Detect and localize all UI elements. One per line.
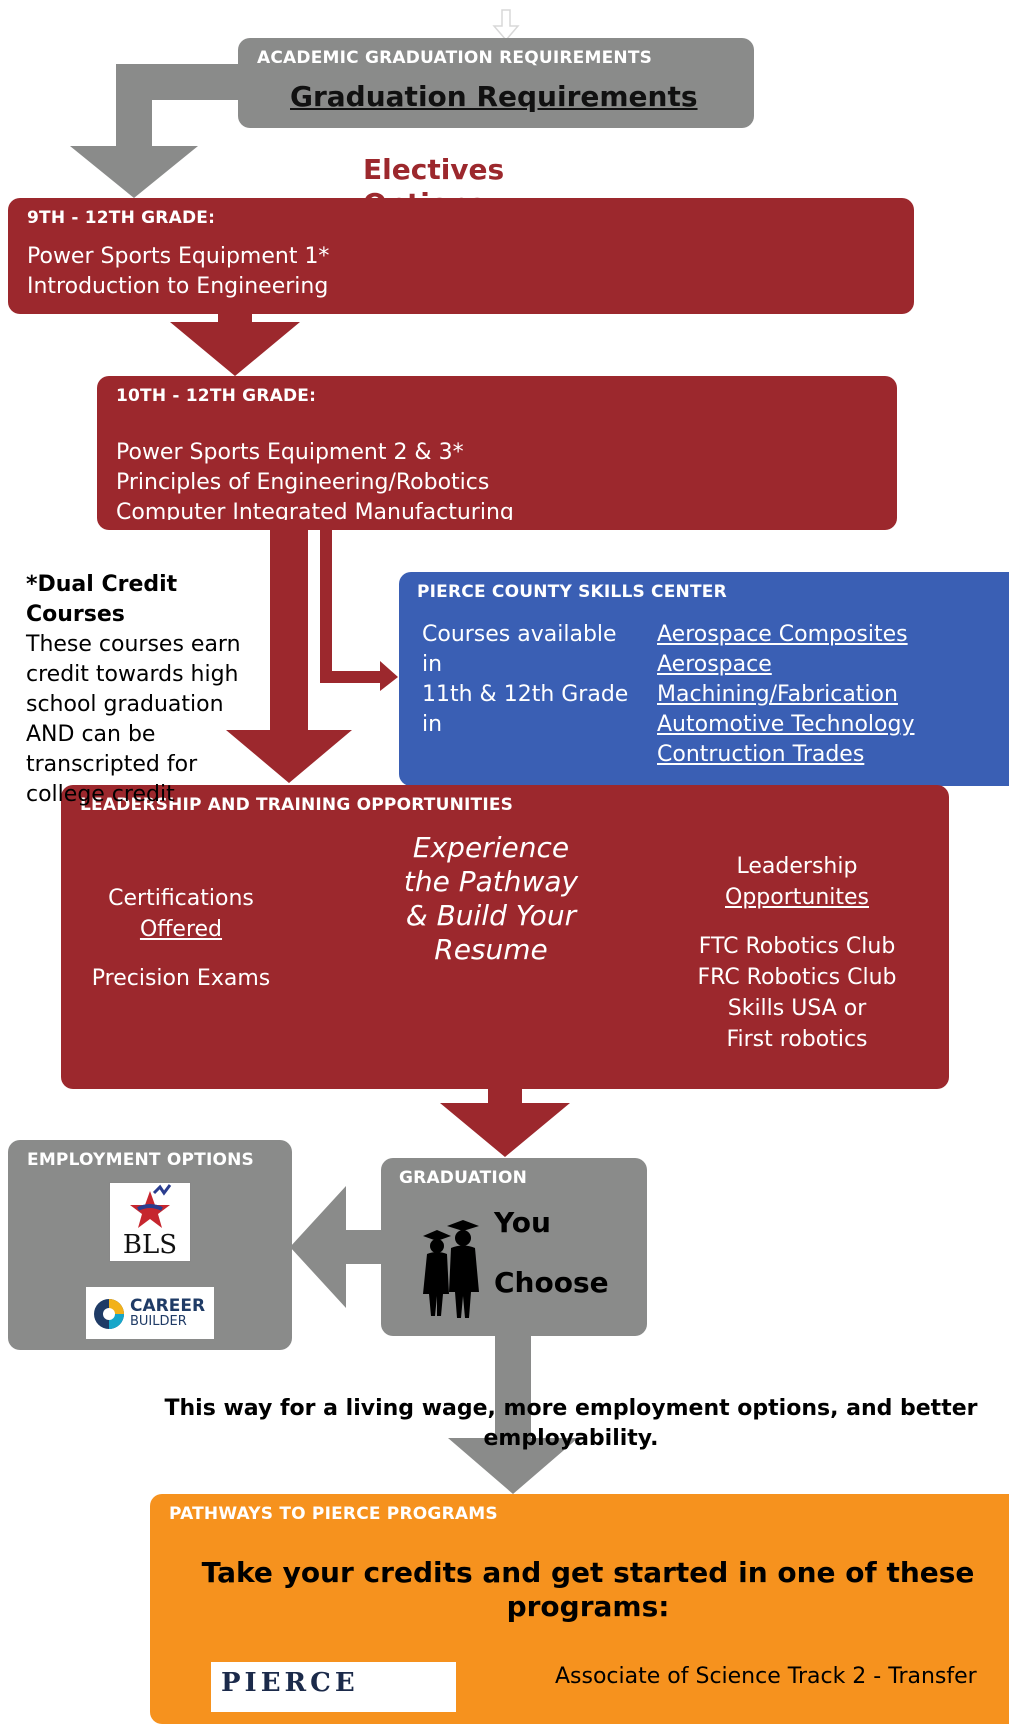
course-item: Power Sports Equipment 1* (27, 244, 330, 269)
graduates-icon (423, 1220, 479, 1318)
grade-10-12-box: 10TH - 12TH GRADE: Power Sports Equipmen… (97, 376, 897, 530)
red-arrow-to-skills-center (320, 525, 400, 691)
club-item: Skills USA or (727, 996, 867, 1021)
careerbuilder-logo[interactable]: CAREER BUILDER (86, 1287, 214, 1339)
graduation-header: GRADUATION (399, 1168, 528, 1188)
skills-center-box: PIERCE COUNTY SKILLS CENTER Courses avai… (399, 572, 1009, 786)
leadership-header: LEADERSHIP AND TRAINING OPPORTUNITIES (80, 795, 514, 815)
careerbuilder-text-2: BUILDER (130, 1314, 187, 1329)
academic-requirements-header: ACADEMIC GRADUATION REQUIREMENTS (257, 48, 653, 68)
certifications-column: Certifications Offered Precision Exams (81, 883, 281, 994)
pierce-logo[interactable]: PIERCE (211, 1662, 456, 1712)
grade-9-12-box: 9TH - 12TH GRADE: Power Sports Equipment… (8, 198, 914, 314)
pierce-program-link[interactable]: Associate of Science Track 2 - Transfer (555, 1664, 977, 1689)
graduation-box: GRADUATION You Choose (381, 1158, 647, 1336)
employment-options-header: EMPLOYMENT OPTIONS (27, 1150, 254, 1170)
careerbuilder-text-1: CAREER (130, 1296, 206, 1316)
club-item: FRC Robotics Club (697, 965, 897, 990)
course-item: Power Sports Equipment 2 & 3* (116, 440, 464, 465)
program-link-aerospace[interactable]: Aerospace (657, 652, 772, 677)
graduation-you-label: You (494, 1206, 551, 1239)
pierce-programs-header: PATHWAYS TO PIERCE PROGRAMS (169, 1504, 498, 1524)
grade-10-12-course-list: Power Sports Equipment 2 & 3* Principles… (116, 438, 514, 520)
program-link-machining[interactable]: Machining/Fabrication (657, 682, 898, 707)
dual-credit-title: *Dual Credit Courses (26, 572, 178, 627)
gray-arrow-to-employment (290, 1186, 390, 1308)
red-arrow-to-graduation (440, 1087, 570, 1159)
pathway-slogan: Experience the Pathway & Build Your Resu… (403, 831, 579, 966)
leadership-box: LEADERSHIP AND TRAINING OPPORTUNITIES Ce… (61, 785, 949, 1089)
course-item: Principles of Engineering/Robotics (116, 470, 490, 495)
red-arrow-10-to-leadership (226, 525, 352, 783)
pierce-logo-text: PIERCE (221, 1668, 359, 1698)
course-item: Introduction to Engineering (27, 274, 329, 299)
graduation-requirements-link[interactable]: Graduation Requirements (290, 80, 698, 113)
red-arrow-9-to-10 (170, 300, 300, 378)
certifications-offered-link[interactable]: Offered (139, 917, 223, 942)
bls-logo[interactable]: BLS (109, 1182, 191, 1262)
club-list: FTC Robotics Club FRC Robotics Club Skil… (681, 931, 913, 1055)
program-link-construction[interactable]: Contruction Trades (657, 742, 865, 767)
academic-requirements-box: ACADEMIC GRADUATION REQUIREMENTS Graduat… (238, 38, 754, 128)
grade-9-12-course-list: Power Sports Equipment 1* Introduction t… (27, 242, 329, 302)
dual-credit-note: *Dual Credit Courses These courses earn … (26, 570, 266, 810)
program-link-automotive[interactable]: Automotive Technology (657, 712, 915, 737)
leadership-label: Leadership (736, 854, 858, 879)
graduation-choose-label: Choose (494, 1266, 609, 1299)
bls-logo-text: BLS (122, 1230, 178, 1260)
skills-center-program-links: Aerospace Composites Aerospace Machining… (657, 620, 915, 770)
skills-center-header: PIERCE COUNTY SKILLS CENTER (417, 582, 727, 602)
gray-elbow-arrow (70, 64, 250, 204)
skills-center-intro: Courses available in 11th & 12th Grade i… (422, 622, 629, 737)
pierce-programs-title: Take your credits and get started in one… (201, 1556, 975, 1623)
grade-10-12-header: 10TH - 12TH GRADE: (116, 386, 317, 406)
certifications-label: Certifications (108, 886, 254, 911)
star-icon (130, 1184, 172, 1228)
electives-title: Electives Options (363, 153, 505, 220)
living-wage-caption: This way for a living wage, more employm… (164, 1396, 978, 1451)
employment-options-box: EMPLOYMENT OPTIONS BLS CAREER BUILDER (8, 1140, 292, 1350)
precision-exams-label: Precision Exams (91, 966, 271, 991)
leadership-column: Leadership Opportunites FTC Robotics Clu… (681, 851, 913, 1055)
grade-9-12-header: 9TH - 12TH GRADE: (27, 208, 216, 228)
program-link-aerospace-composites[interactable]: Aerospace Composites (657, 622, 908, 647)
leadership-opportunities-link[interactable]: Opportunites (725, 885, 869, 910)
club-item: First robotics (726, 1027, 868, 1052)
gray-arrow-to-pierce (448, 1334, 578, 1496)
pierce-programs-box: PATHWAYS TO PIERCE PROGRAMS Take your cr… (150, 1494, 1009, 1724)
club-item: FTC Robotics Club (698, 934, 896, 959)
careerbuilder-icon (94, 1299, 124, 1329)
top-down-arrow-icon (492, 8, 520, 42)
course-item: Computer Integrated Manufacturing (116, 500, 514, 520)
